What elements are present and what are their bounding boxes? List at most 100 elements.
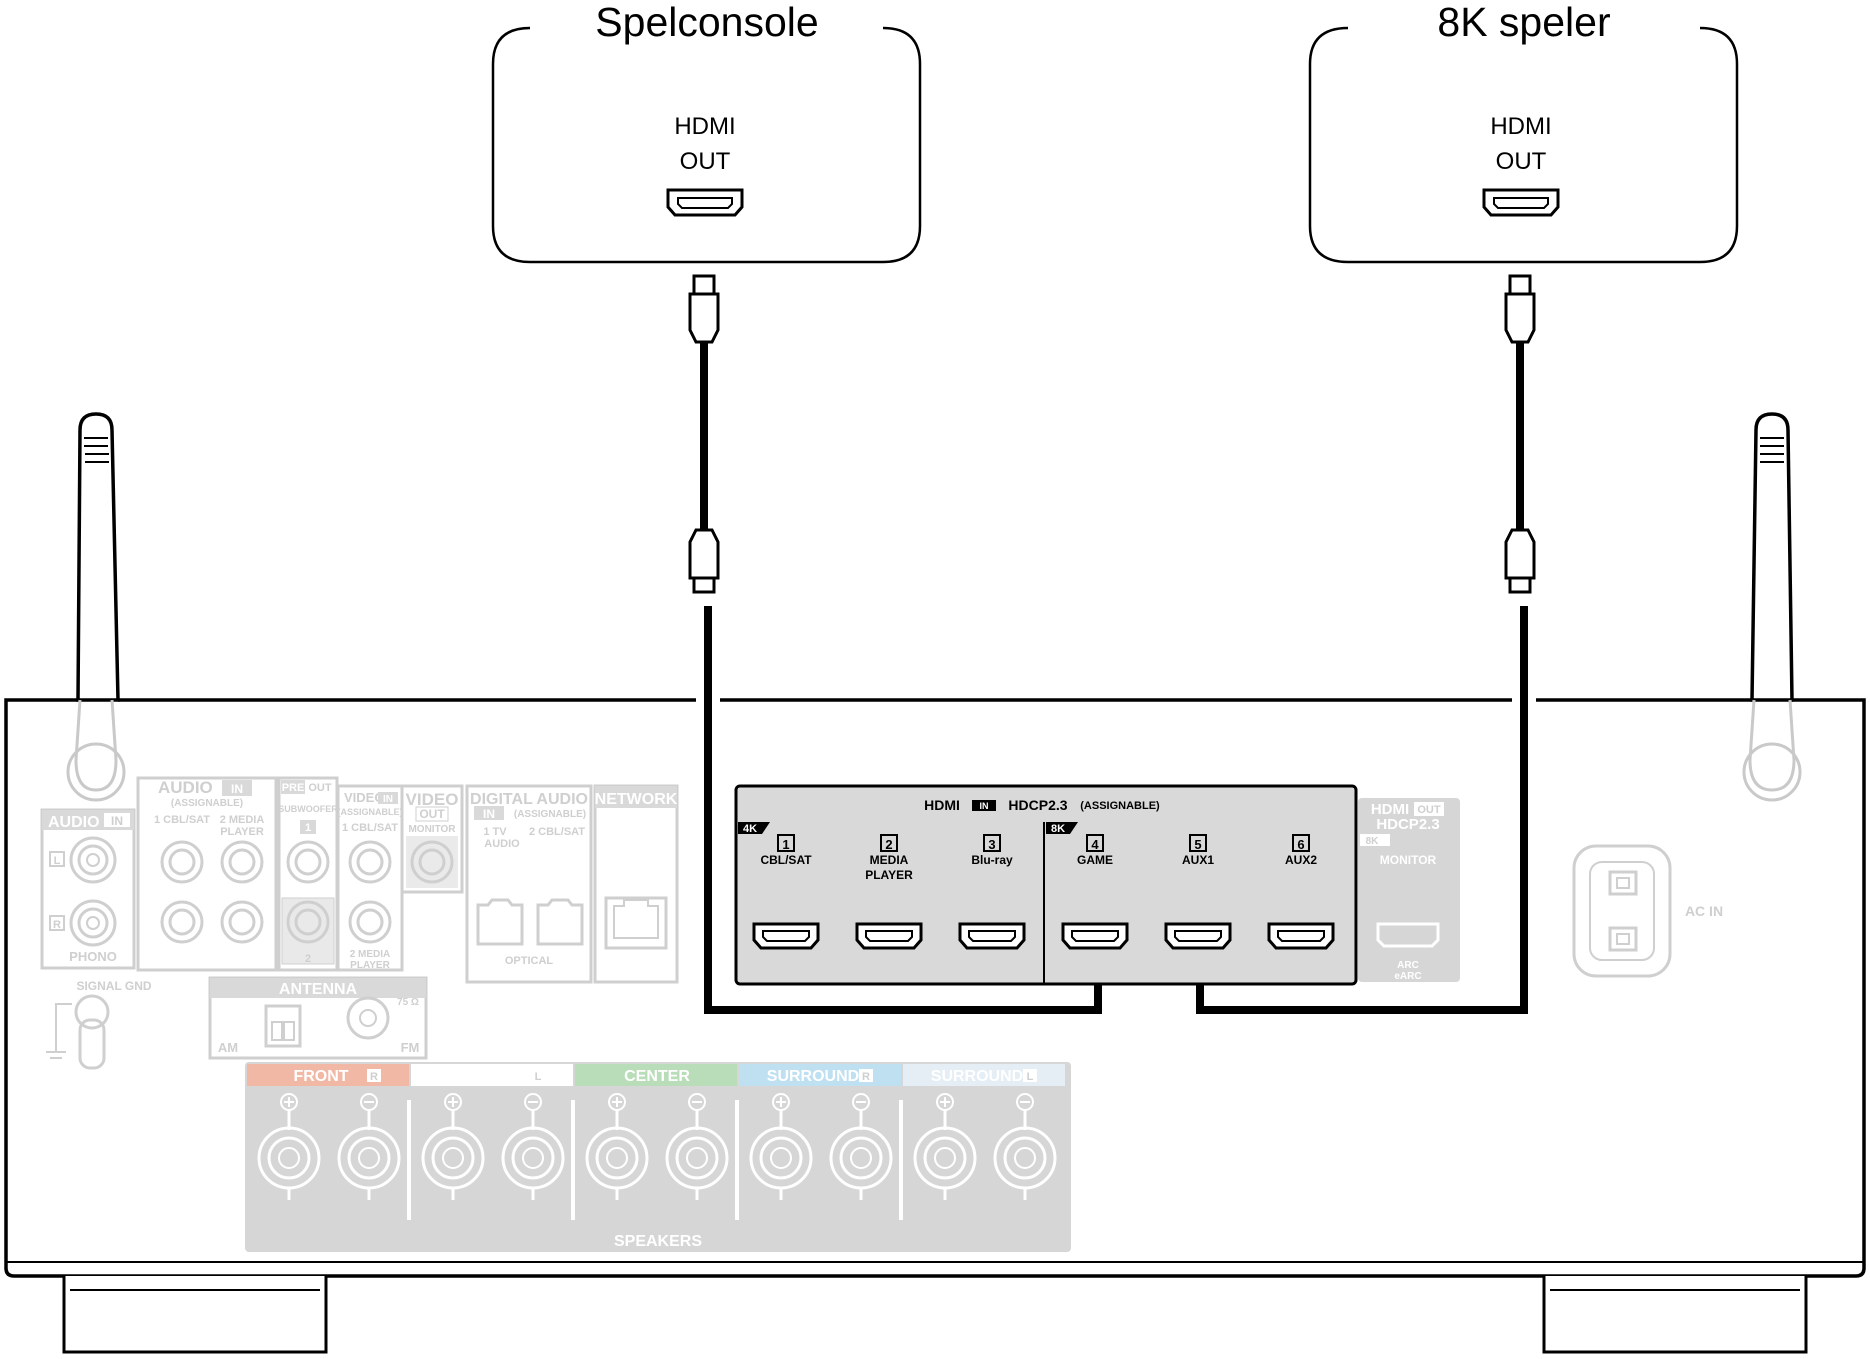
player-8k-port-label-2: OUT [1496, 148, 1547, 175]
pre-out-title: PRE [282, 782, 305, 794]
phono-l-label: L [54, 855, 61, 867]
speaker-terminal-minus[interactable] [829, 1093, 893, 1200]
video-in-col2b: PLAYER [350, 960, 390, 971]
speaker-side-box [1023, 1069, 1037, 1082]
phono-tag: IN [111, 814, 123, 828]
hdmi-input-number-box [1189, 834, 1207, 852]
digital-audio-col1b: AUDIO [484, 838, 520, 850]
hdmi-out-8k: 8K [1366, 836, 1380, 847]
hdmi-input-number-box [1292, 834, 1310, 852]
speaker-group-side: L [535, 1071, 542, 1083]
hdmi-out-name: MONITOR [1380, 853, 1437, 867]
video-in-col2a: 2 MEDIA [350, 949, 391, 960]
player-8k-port-label-1: HDMI [1490, 113, 1551, 140]
speaker-group-3: CENTER [571, 1064, 737, 1220]
pre-out-n2: 2 [305, 953, 311, 965]
speaker-group-label: SURROUND [931, 1068, 1023, 1085]
game-console-device: Spelconsole HDMI OUT [491, 0, 922, 264]
speaker-terminal-minus[interactable] [501, 1093, 565, 1200]
speaker-terminal-minus[interactable] [337, 1093, 401, 1200]
phono-r-label: R [53, 919, 61, 931]
speaker-group-side: R [370, 1071, 378, 1083]
hdmi-port-icon [1164, 922, 1232, 950]
hdmi-input-number-box [880, 834, 898, 852]
pre-out-n1: 1 [305, 822, 311, 834]
speaker-terminal-plus[interactable] [585, 1093, 649, 1200]
speaker-terminal-plus[interactable] [257, 1093, 321, 1200]
pre-out-panel: PRE OUT SUBWOOFER 1 2 [277, 776, 339, 972]
speaker-group-label: CENTER [624, 1068, 690, 1085]
hdmi-input-number: 4 [1091, 837, 1099, 852]
video-out-tag: OUT [419, 807, 445, 821]
antenna-terminal-panel: ANTENNA AM 75 Ω FM [208, 976, 428, 1060]
hdmi-port-icon [958, 922, 1026, 950]
speaker-terminal-plus[interactable] [913, 1093, 977, 1200]
digital-audio-col1a: 1 TV [483, 826, 507, 838]
hdmi-in-panel: HDMI IN HDCP2.3 (ASSIGNABLE) 4K 8K 1CBL/… [734, 784, 1358, 986]
speaker-side-box [531, 1069, 545, 1082]
hdmi-out-arc: ARC [1397, 960, 1419, 971]
audio-in-col2a: 2 MEDIA [220, 814, 265, 826]
hdmi-in-group-4k: 4K [743, 823, 757, 835]
hdmi-in-group-8k: 8K [1051, 823, 1065, 835]
player-8k-hdmi-out-port-icon [1482, 188, 1560, 217]
network-panel: NETWORK [593, 784, 679, 984]
video-in-title: VIDEO [344, 790, 384, 805]
digital-audio-name: OPTICAL [505, 955, 554, 967]
speaker-terminal-plus[interactable] [421, 1093, 485, 1200]
antenna-title: ANTENNA [279, 981, 358, 998]
video-out-title: VIDEO [406, 790, 459, 809]
hdmi-input-number: 6 [1297, 837, 1304, 852]
video-in-tag: IN [383, 794, 393, 805]
player-8k-device: 8K speler HDMI OUT [1308, 0, 1739, 264]
audio-in-col1: 1 CBL/SAT [154, 814, 210, 826]
video-out-sub: MONITOR [408, 824, 456, 835]
speaker-group-side: L [1027, 1071, 1034, 1083]
hdmi-input-name: CBL/SAT [760, 853, 812, 867]
hdmi-out-line1: HDMI [1371, 801, 1409, 818]
hdmi-port-icon [752, 922, 820, 950]
hdmi-in-hdcp: HDCP2.3 [1008, 797, 1067, 813]
hdmi-out-panel: HDMI OUT HDCP2.3 8K MONITOR ARC eARC [1358, 798, 1460, 982]
receiver-foot-left [62, 1276, 328, 1354]
pre-out-tag: OUT [308, 782, 332, 794]
game-console-hdmi-out-port-icon [666, 188, 744, 217]
antenna-left-icon [66, 412, 126, 802]
hdmi-input-number: 2 [885, 837, 892, 852]
audio-in-phono-panel: AUDIO IN L R PHONO [40, 808, 136, 970]
signal-gnd: SIGNAL GND [46, 979, 152, 1070]
pre-out-sub: SUBWOOFER [278, 804, 338, 814]
speaker-terminal-plus[interactable] [749, 1093, 813, 1200]
hdmi-input-name: Blu-ray [971, 853, 1013, 867]
speakers-title: SPEAKERS [614, 1233, 702, 1250]
ac-in-label: AC IN [1685, 903, 1723, 919]
speaker-group-header [575, 1064, 737, 1086]
hdmi-out-hdcp: HDCP2.3 [1376, 816, 1439, 833]
audio-in-col2b: PLAYER [220, 826, 264, 838]
antenna-ohm: 75 Ω [397, 997, 419, 1008]
video-in-panel: VIDEO IN (ASSIGNABLE) 1 CBL/SAT 2 MEDIA … [336, 784, 404, 972]
speaker-terminal-minus[interactable] [993, 1093, 1057, 1200]
hdmi-port-icon [1267, 922, 1335, 950]
hdmi-input-name: MEDIA [870, 853, 909, 867]
speaker-group-label: FRONT [457, 1068, 512, 1085]
digital-audio-sub: (ASSIGNABLE) [514, 809, 586, 820]
digital-audio-tag: IN [483, 807, 495, 821]
speaker-terminal-minus[interactable] [665, 1093, 729, 1200]
speaker-group-2: FRONT L [407, 1064, 573, 1220]
hdmi-out-tag: OUT [1417, 804, 1441, 816]
hdmi-input-number: 3 [988, 837, 995, 852]
speaker-group-5: SURROUND L [899, 1064, 1065, 1220]
player-8k-title: 8K speler [1437, 0, 1610, 45]
hdmi-in-header: HDMI [924, 797, 960, 813]
phono-title: AUDIO [48, 814, 100, 831]
hdmi-plug-bottom-icon [1504, 528, 1536, 594]
audio-in-assignable-panel: AUDIO IN (ASSIGNABLE) 1 CBL/SAT 2 MEDIA … [136, 776, 278, 972]
